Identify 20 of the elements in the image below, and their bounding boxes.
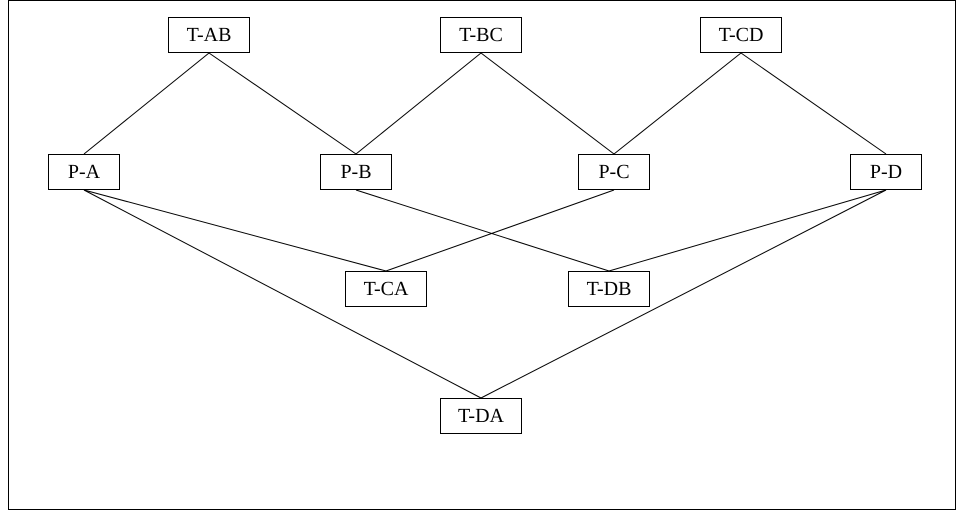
node-box: T-CD [700, 17, 782, 53]
connector-line [84, 190, 386, 272]
node-box: P-A [48, 154, 120, 190]
connector-line [480, 190, 886, 398]
connector-line [740, 52, 886, 154]
connector-line [84, 52, 210, 154]
node-box: T-CA [345, 271, 427, 307]
node-box: T-DB [568, 271, 650, 307]
connector-line [608, 190, 886, 272]
node-box: P-C [578, 154, 650, 190]
connector-line [614, 52, 742, 154]
connector-line [480, 52, 614, 154]
connector-line [84, 190, 482, 398]
node-box: P-D [850, 154, 922, 190]
connector-line [208, 52, 356, 154]
connector-line [356, 52, 482, 154]
node-box: T-AB [168, 17, 250, 53]
node-box: T-DA [440, 398, 522, 434]
node-box: T-BC [440, 17, 522, 53]
node-box: P-B [320, 154, 392, 190]
